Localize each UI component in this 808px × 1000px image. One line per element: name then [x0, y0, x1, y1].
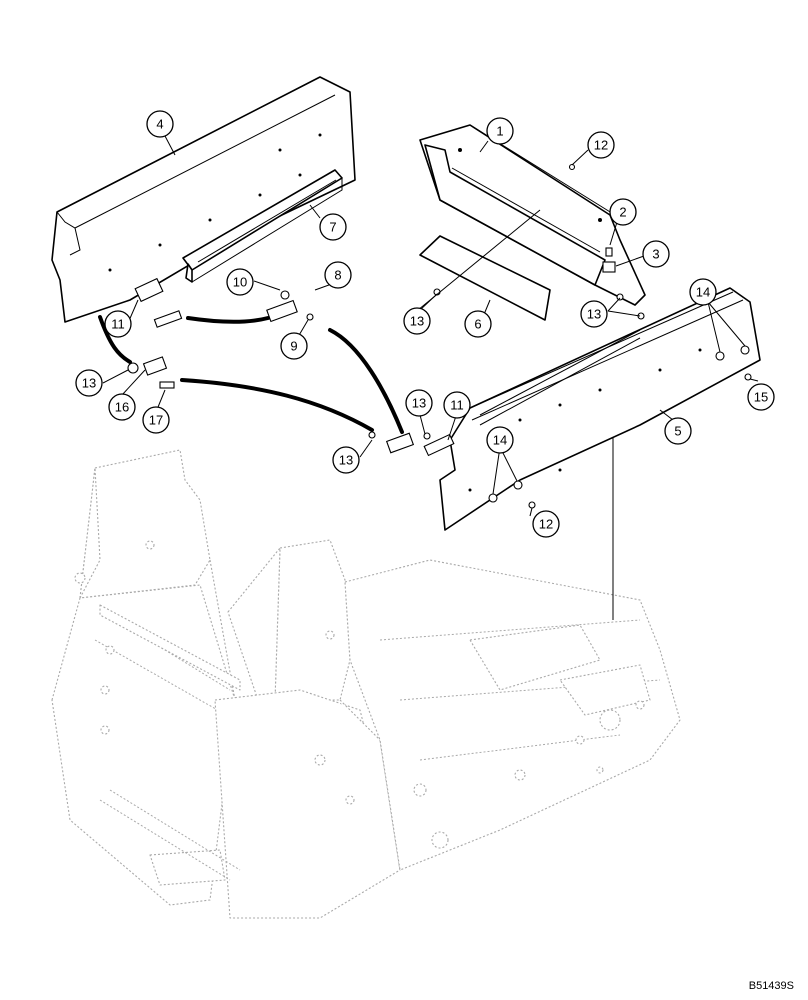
callout-4-label: 4 — [156, 117, 163, 132]
callout-2-label: 2 — [619, 205, 626, 220]
callout-6: 6 — [464, 310, 492, 338]
callout-17: 17 — [142, 406, 170, 434]
callout-10: 10 — [226, 268, 254, 296]
callout-11-left-label: 11 — [111, 317, 125, 332]
callout-17-label: 17 — [149, 413, 163, 428]
callout-12-bottom: 12 — [532, 510, 560, 538]
callout-1: 1 — [486, 117, 514, 145]
main-frame-ghost — [51, 449, 681, 919]
callout-13-mid: 13 — [403, 307, 431, 335]
callout-12-top: 12 — [587, 131, 615, 159]
callout-9-label: 9 — [290, 339, 297, 354]
callout-8-label: 8 — [334, 268, 341, 283]
callout-7-label: 7 — [329, 220, 336, 235]
callout-5-label: 5 — [674, 424, 681, 439]
left-rail-part — [182, 169, 343, 283]
callout-9: 9 — [280, 332, 308, 360]
callout-14-left-label: 14 — [493, 433, 507, 448]
connection-lines — [98, 315, 404, 434]
callout-11-left: 11 — [104, 310, 132, 338]
callout-5: 5 — [664, 417, 692, 445]
callout-3: 3 — [642, 240, 670, 268]
callout-10-label: 10 — [233, 275, 247, 290]
callout-13-upper-right: 13 — [580, 300, 608, 328]
callout-13-left-label: 13 — [82, 376, 96, 391]
callout-13-center: 13 — [405, 389, 433, 417]
callout-11-right-label: 11 — [450, 398, 464, 413]
callout-13-left: 13 — [75, 369, 103, 397]
callout-15: 15 — [747, 383, 775, 411]
angle-bracket-part — [419, 235, 551, 321]
callout-16-label: 16 — [115, 400, 129, 415]
callout-14-right: 14 — [689, 278, 717, 306]
left-side-panel-part — [51, 76, 356, 323]
callout-3-label: 3 — [652, 247, 659, 262]
callout-16: 16 — [108, 393, 136, 421]
callout-8: 8 — [324, 261, 352, 289]
callout-13-lower-label: 13 — [339, 453, 353, 468]
callout-13-mid-label: 13 — [410, 314, 424, 329]
right-side-panel-part — [439, 287, 761, 531]
callout-4: 4 — [146, 110, 174, 138]
drawing-number: B51439S — [748, 980, 794, 992]
callout-13-upper-right-label: 13 — [587, 307, 601, 322]
callout-1-label: 1 — [496, 124, 503, 139]
callout-13-center-label: 13 — [412, 396, 426, 411]
callout-15-label: 15 — [754, 390, 768, 405]
hardware-group — [127, 163, 752, 509]
callout-14-left: 14 — [486, 426, 514, 454]
callout-7: 7 — [319, 213, 347, 241]
callout-2: 2 — [609, 198, 637, 226]
callout-12-top-label: 12 — [594, 138, 608, 153]
callout-6-label: 6 — [474, 317, 481, 332]
callout-13-lower: 13 — [332, 446, 360, 474]
callout-12-bottom-label: 12 — [539, 517, 553, 532]
upper-frame-part — [419, 124, 646, 306]
callout-14-right-label: 14 — [696, 285, 710, 300]
callout-11-right: 11 — [443, 391, 471, 419]
